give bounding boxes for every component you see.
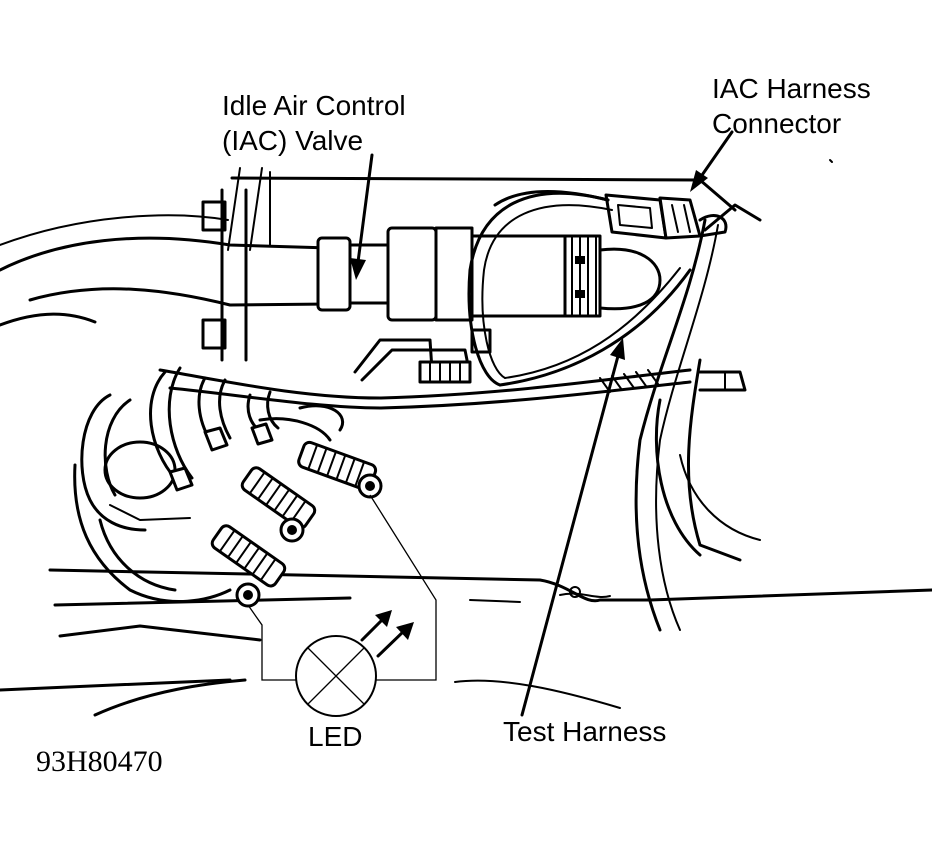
led-lamp-icon bbox=[247, 494, 437, 717]
harness-connector-icon bbox=[493, 190, 728, 240]
engine-structure bbox=[0, 159, 932, 717]
harness-connector-label-line2: Connector bbox=[712, 108, 841, 139]
iac-valve-icon bbox=[316, 226, 662, 384]
test-harness-label: Test Harness bbox=[503, 716, 666, 747]
harness-connector-label-line1: IAC Harness bbox=[712, 73, 871, 104]
iac-valve-label-line2: (IAC) Valve bbox=[222, 125, 363, 156]
figure-code: 93H80470 bbox=[36, 745, 163, 778]
callout-leaders bbox=[350, 130, 734, 717]
test-lead-icon bbox=[168, 422, 383, 608]
led-label: LED bbox=[308, 721, 362, 752]
iac-valve-label-line1: Idle Air Control bbox=[222, 90, 406, 121]
